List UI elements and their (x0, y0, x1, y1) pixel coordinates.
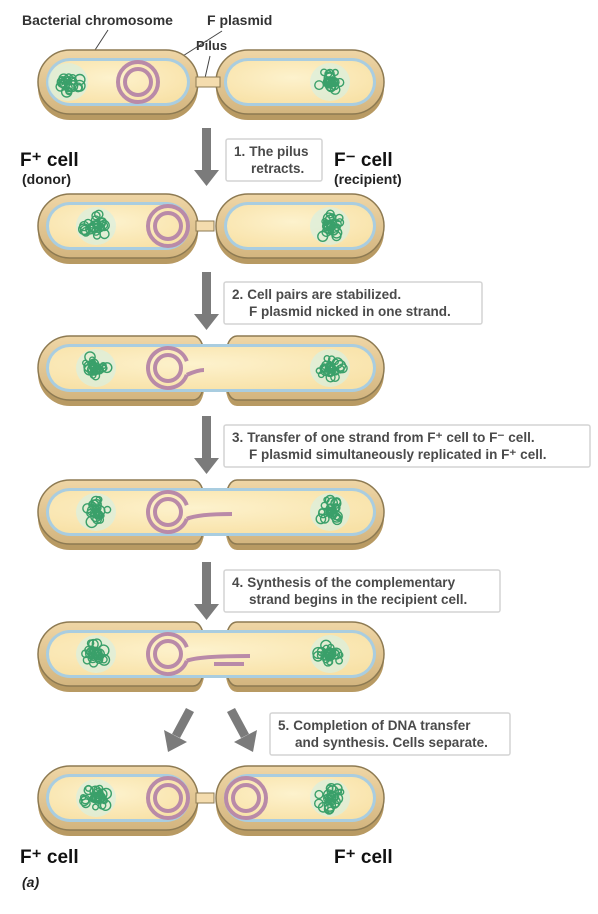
svg-text:4.Synthesis of the complementa: 4. Synthesis of the complementary (232, 575, 456, 590)
step-arrow-5-left (164, 708, 194, 752)
donor-cell (37, 193, 199, 264)
donor-chromosome (76, 635, 116, 673)
step-arrow-5-right (227, 708, 257, 752)
step-arrow-3 (194, 416, 219, 474)
step-2-line-2: F plasmid nicked in one strand. (249, 304, 451, 319)
step-1-line-2: retracts. (251, 161, 304, 176)
nicked-f-plasmid (146, 490, 189, 534)
recipient-chromosome (310, 493, 350, 531)
donor-cell-title: F⁺ cell (20, 150, 79, 171)
step-5-line-1: Completion of DNA transfer (293, 718, 471, 733)
step-2-number: 2. (232, 287, 243, 302)
step-box-5: 5. Completion of DNA transfer and synthes… (269, 712, 511, 756)
step-box-4: 4. Synthesis of the complementary strand … (223, 569, 501, 613)
f-plasmid-donor-copy (146, 776, 190, 820)
transferred-strand (185, 368, 205, 377)
f-plasmid (116, 60, 160, 104)
nicked-f-plasmid (146, 632, 189, 676)
step-box-3: 3. Transfer of one strand from F⁺ cell to… (223, 424, 591, 468)
step-arrow-4 (194, 562, 219, 620)
cell-bridge (195, 220, 215, 232)
cell-state-2 (37, 193, 385, 264)
step-3-number: 3. (232, 430, 243, 445)
recipient-chromosome (310, 349, 350, 387)
svg-text:1.The pilus: 1. The pilus (234, 144, 309, 159)
cell-state-5 (37, 621, 385, 692)
recipient-cell-subtitle: (recipient) (334, 171, 402, 187)
pilus-leader-line (204, 55, 211, 79)
cell-state-4 (37, 479, 385, 550)
pilus-label: Pilus (196, 38, 227, 53)
cell-state-6 (37, 765, 385, 836)
cell-rows (37, 49, 385, 836)
recipient-cell (215, 193, 385, 264)
donor-chromosome (76, 779, 116, 817)
donor-cell (37, 765, 199, 836)
step-5-number: 5. (278, 718, 289, 733)
svg-text:3.Transfer of one strand from: 3. Transfer of one strand from F⁺ cell to… (232, 430, 535, 445)
donor-chromosome (48, 63, 88, 101)
step-arrow-2 (194, 272, 219, 330)
donor-chromosome (76, 207, 116, 245)
recipient-cell-title: F⁻ cell (334, 150, 393, 171)
recipient-chromosome (310, 779, 350, 817)
mating-pair (37, 335, 385, 406)
step-3-line-1: Transfer of one strand from F⁺ cell to F… (247, 430, 534, 445)
svg-text:5.Completion of DNA transfer: 5. Completion of DNA transfer (278, 718, 471, 733)
nicked-f-plasmid (146, 346, 189, 390)
f-plasmid-recipient-copy (224, 776, 268, 820)
step-5-line-2: and synthesis. Cells separate. (295, 735, 488, 750)
step-4-number: 4. (232, 575, 243, 590)
step-box-1: 1. The pilus retracts. (225, 138, 323, 182)
mating-pair (37, 479, 385, 550)
recipient-cell (215, 765, 385, 836)
step-2-line-1: Cell pairs are stabilized. (247, 287, 401, 302)
recipient-chromosome (310, 635, 350, 673)
cell-bridge (195, 792, 215, 804)
pilus (195, 76, 221, 88)
result-right-cell-title: F⁺ cell (334, 847, 393, 868)
transferred-strand (185, 512, 233, 521)
step-4-line-2: strand begins in the recipient cell. (249, 592, 467, 607)
figure-caption: (a) (22, 874, 39, 890)
recipient-cell (215, 49, 385, 120)
donor-chromosome (76, 349, 116, 387)
step-4-line-1: Synthesis of the complementary (247, 575, 455, 590)
mating-pair (37, 621, 385, 692)
cell-state-3 (37, 335, 385, 406)
step-box-2: 2. Cell pairs are stabilized. F plasmid n… (223, 281, 483, 325)
recipient-chromosome (310, 63, 350, 101)
cell-state-1 (37, 49, 385, 120)
f-plasmid (146, 204, 190, 248)
f-plasmid-label: F plasmid (207, 12, 272, 28)
donor-chromosome (76, 493, 116, 531)
step-3-line-2: F plasmid simultaneously replicated in F… (249, 447, 546, 462)
donor-cell-subtitle: (donor) (22, 171, 71, 187)
svg-text:2.Cell pairs are stabilized.: 2. Cell pairs are stabilized. (232, 287, 401, 302)
step-arrow-1 (194, 128, 219, 186)
recipient-chromosome (310, 207, 350, 245)
step-1-line-1: The pilus (249, 144, 308, 159)
step-1-number: 1. (234, 144, 245, 159)
transferred-strand (185, 654, 251, 663)
result-left-cell-title: F⁺ cell (20, 847, 79, 868)
bacterial-chromosome-label: Bacterial chromosome (22, 12, 173, 28)
